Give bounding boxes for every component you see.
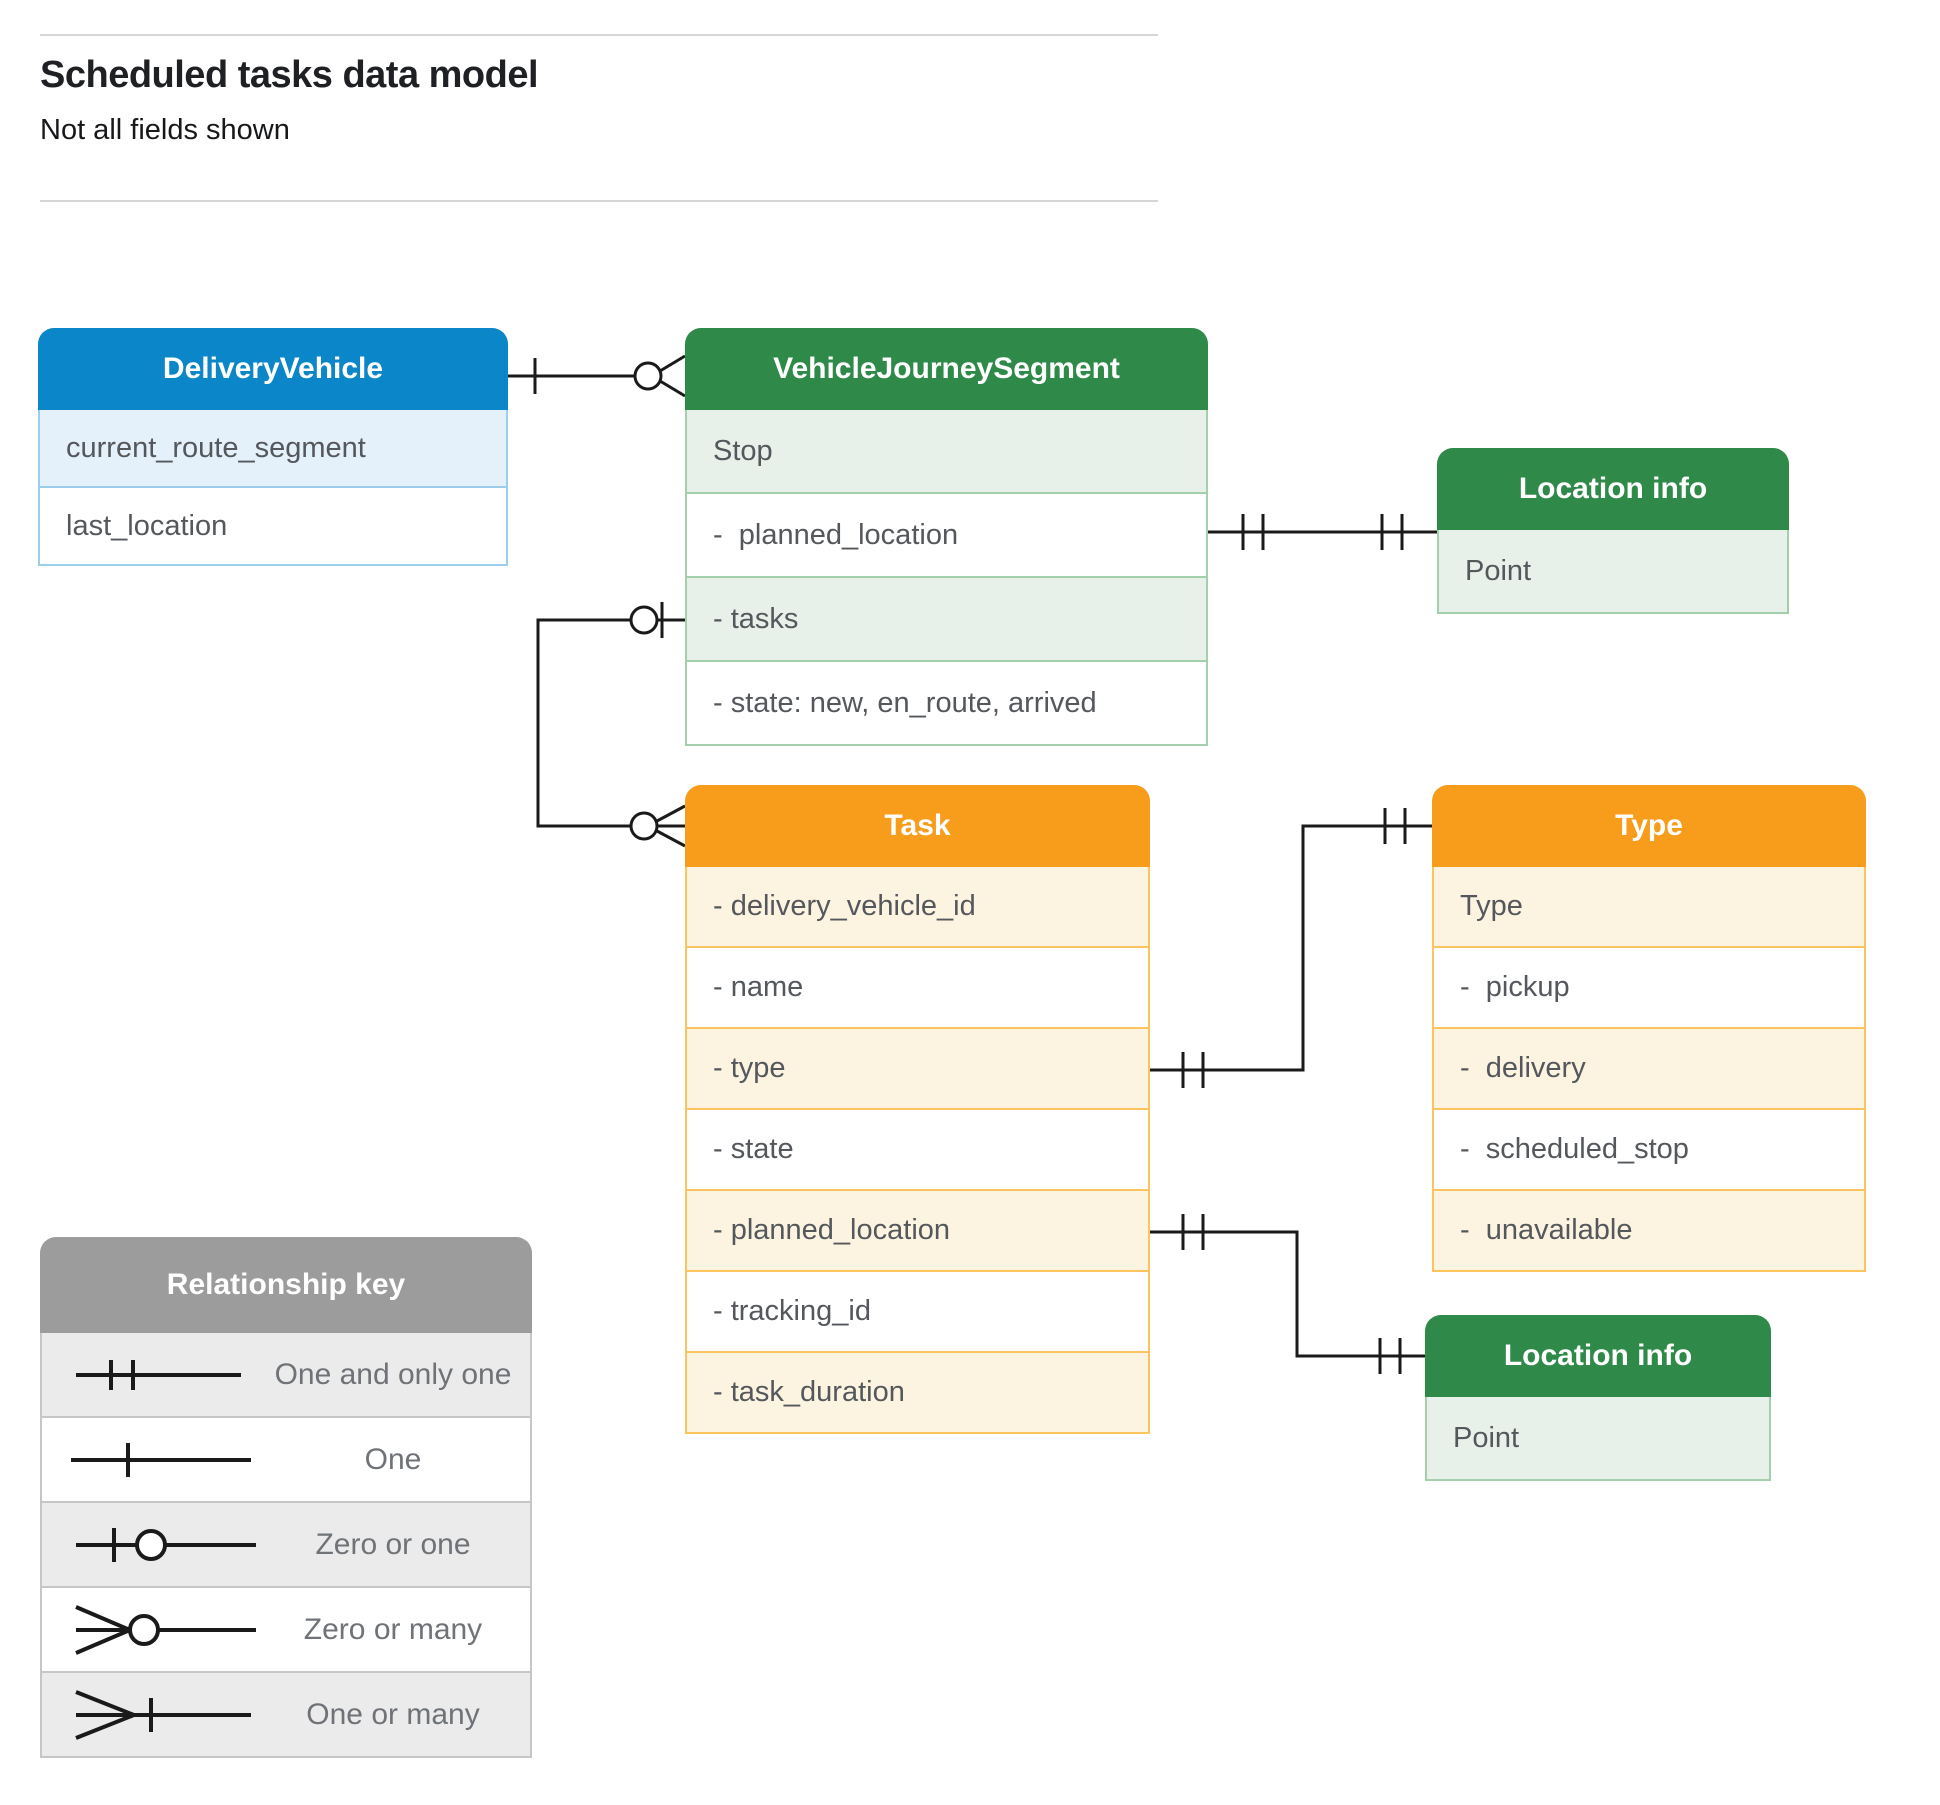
entity-field-row: - delivery bbox=[1432, 1029, 1866, 1110]
entity-field-row: - state: new, en_route, arrived bbox=[685, 662, 1208, 746]
entity-field-row: Stop bbox=[685, 410, 1208, 494]
entity-vehicle-journey-segment: VehicleJourneySegment Stop - planned_loc… bbox=[685, 328, 1208, 746]
entity-field-row: - name bbox=[685, 948, 1150, 1029]
connector-deliveryvehicle-vehiclejourneysegment bbox=[508, 354, 686, 398]
entity-task: Task - delivery_vehicle_id - name - type… bbox=[685, 785, 1150, 1434]
connector-task-type bbox=[1150, 808, 1432, 1088]
entity-field-row: - type bbox=[685, 1029, 1150, 1110]
legend-row: Zero or one bbox=[40, 1503, 532, 1588]
legend-label: One or many bbox=[306, 1697, 480, 1731]
entity-field-row: - delivery_vehicle_id bbox=[685, 867, 1150, 948]
entity-field-row: - scheduled_stop bbox=[1432, 1110, 1866, 1191]
entity-field-row: Type bbox=[1432, 867, 1866, 948]
entity-field-row: Point bbox=[1437, 530, 1789, 614]
legend-label: One and only one bbox=[274, 1357, 512, 1391]
entity-type: Type Type - pickup - delivery - schedule… bbox=[1432, 785, 1866, 1272]
entity-field-row: - pickup bbox=[1432, 948, 1866, 1029]
entity-header: VehicleJourneySegment bbox=[685, 328, 1208, 410]
legend-label: Zero or one bbox=[315, 1527, 471, 1561]
legend-row: One bbox=[40, 1418, 532, 1503]
connector-task-locationinfo bbox=[1150, 1214, 1425, 1374]
legend-label: Zero or many bbox=[303, 1612, 483, 1646]
entity-field-row: current_route_segment bbox=[38, 410, 508, 488]
one-and-only-one-icon bbox=[42, 1332, 256, 1417]
entity-field-row: - unavailable bbox=[1432, 1191, 1866, 1272]
entity-field-row: - planned_location bbox=[685, 494, 1208, 578]
entity-header: Location info bbox=[1425, 1315, 1771, 1397]
entity-delivery-vehicle: DeliveryVehicle current_route_segment la… bbox=[38, 328, 508, 566]
entity-header: DeliveryVehicle bbox=[38, 328, 508, 410]
relationship-key-title: Relationship key bbox=[40, 1237, 532, 1333]
entity-header: Type bbox=[1432, 785, 1866, 867]
bottom-divider bbox=[40, 200, 1158, 202]
entity-field-row: - tasks bbox=[685, 578, 1208, 662]
zero-or-many-icon bbox=[42, 1587, 256, 1672]
entity-field-row: - planned_location bbox=[685, 1191, 1150, 1272]
connector-vjs-locationinfo bbox=[1208, 514, 1437, 550]
page-title: Scheduled tasks data model bbox=[40, 54, 539, 96]
one-icon bbox=[42, 1417, 256, 1502]
relationship-key: Relationship key One and only one One Ze… bbox=[40, 1237, 532, 1758]
legend-row: Zero or many bbox=[40, 1588, 532, 1673]
entity-field-row: - tracking_id bbox=[685, 1272, 1150, 1353]
entity-location-info-top: Location info Point bbox=[1437, 448, 1789, 614]
zero-or-one-icon bbox=[42, 1502, 256, 1587]
legend-row: One and only one bbox=[40, 1333, 532, 1418]
top-divider bbox=[40, 34, 1158, 36]
entity-location-info-bottom: Location info Point bbox=[1425, 1315, 1771, 1481]
entity-field-row: Point bbox=[1425, 1397, 1771, 1481]
entity-header: Task bbox=[685, 785, 1150, 867]
legend-row: One or many bbox=[40, 1673, 532, 1758]
entity-field-row: - state bbox=[685, 1110, 1150, 1191]
entity-field-row: - task_duration bbox=[685, 1353, 1150, 1434]
entity-field-row: last_location bbox=[38, 488, 508, 566]
connector-vjs-tasks-task bbox=[536, 602, 686, 848]
page-subtitle: Not all fields shown bbox=[40, 114, 290, 146]
one-or-many-icon bbox=[42, 1672, 256, 1757]
legend-label: One bbox=[364, 1442, 422, 1476]
entity-header: Location info bbox=[1437, 448, 1789, 530]
